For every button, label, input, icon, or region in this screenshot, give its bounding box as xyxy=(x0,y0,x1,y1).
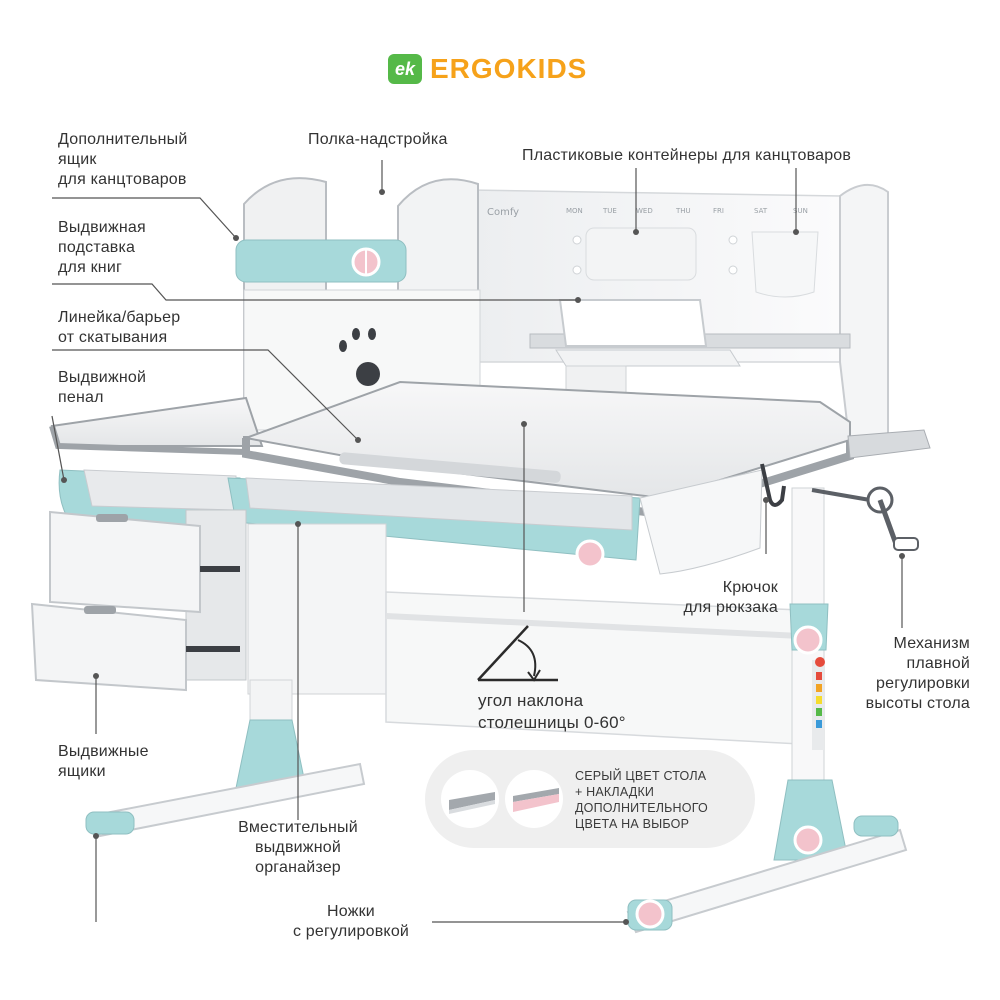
label-line: столешницы 0-60° xyxy=(478,713,626,732)
color-note-line: + накладки xyxy=(575,785,655,799)
label-line: с регулировкой xyxy=(292,923,410,940)
brand-badge: ek xyxy=(388,54,422,84)
plastic-container-box xyxy=(585,227,697,281)
label-line: ящик xyxy=(58,151,97,168)
peg-holes xyxy=(572,235,738,275)
height-mark-dot xyxy=(815,657,825,667)
extra-stationery-box xyxy=(235,239,407,283)
gray-edge-swatch xyxy=(441,770,499,828)
label-height-mechanism: Механизм плавной регулировки высоты стол… xyxy=(820,634,970,714)
calendar-day: WED xyxy=(636,207,653,215)
leader-dots xyxy=(61,189,905,925)
label-ruler: Линейка/барьер от скатывания xyxy=(58,308,180,348)
color-options-text: Серый цвет стола + накладки дополнительн… xyxy=(575,768,708,832)
label-line: высоты стола xyxy=(865,695,970,712)
label-line: подставка xyxy=(58,239,136,256)
crank-handle xyxy=(811,486,919,551)
calendar-strip: Comfy MON TUE WED THU FRI SAT SUN xyxy=(487,207,808,218)
label-line: угол наклона xyxy=(478,691,584,710)
panel-logo: Comfy xyxy=(487,207,519,218)
stand-base xyxy=(565,365,627,395)
backpack-hook xyxy=(760,463,786,507)
label-pencil-case: Выдвижной пенал xyxy=(58,368,146,408)
leader-lines xyxy=(51,160,903,923)
label-line: Выдвижной xyxy=(58,369,147,386)
organizer-knob xyxy=(575,539,605,569)
label-line: ящики xyxy=(58,763,106,780)
pink-edge-swatch xyxy=(505,770,563,828)
drawer-rails xyxy=(186,566,240,652)
calendar-day: SAT xyxy=(754,207,768,215)
label-line: Выдвижные xyxy=(58,743,149,760)
upper-drawer xyxy=(49,510,201,614)
hutch-right-panel xyxy=(839,184,889,449)
tilt-angle-icon xyxy=(477,625,558,682)
ruler-barrier xyxy=(339,452,561,483)
label-book-stand: Выдвижная подставка для книг xyxy=(58,218,146,278)
calendar-day: FRI xyxy=(713,207,724,215)
label-line: Выдвижная xyxy=(58,219,146,236)
color-note-line: Серый цвет стола xyxy=(575,769,707,783)
color-options-badge: Серый цвет стола + накладки дополнительн… xyxy=(425,750,755,848)
calendar-day: SUN xyxy=(793,207,808,215)
label-top-shelf: Полка-надстройка xyxy=(308,131,448,148)
calendar-day: TUE xyxy=(602,207,617,215)
label-plastic-containers: Пластиковые контейнеры для канцтоваров xyxy=(522,147,852,164)
label-line: Крючок xyxy=(722,579,778,596)
label-line: от скатывания xyxy=(58,329,168,346)
label-line: для канцтоваров xyxy=(58,171,187,188)
color-note-line: дополнительного xyxy=(575,801,708,815)
brand-logo: ek ERGOKIDS xyxy=(388,52,587,86)
label-legs: Ножки с регулировкой xyxy=(270,902,432,942)
label-tilt-angle: угол наклона столешницы 0-60° xyxy=(478,690,626,734)
label-hook: Крючок для рюкзака xyxy=(650,578,778,618)
label-line: выдвижной xyxy=(255,839,341,856)
right-drawer-front xyxy=(639,469,763,575)
label-line: для книг xyxy=(58,259,122,276)
color-note-line: цвета на выбор xyxy=(575,817,690,831)
paw-decoration xyxy=(339,328,380,386)
label-line: для рюкзака xyxy=(683,599,778,616)
calendar-day: MON xyxy=(566,207,583,215)
height-scale-marks xyxy=(816,672,822,728)
brand-name: ERGOKIDS xyxy=(430,53,588,84)
label-line: органайзер xyxy=(255,859,341,876)
label-organizer: Вместительный выдвижной органайзер xyxy=(218,818,378,878)
lower-drawer xyxy=(30,602,187,692)
book-stand xyxy=(558,299,708,347)
label-line: Ножки xyxy=(327,903,375,920)
label-line: Дополнительный xyxy=(58,131,188,148)
calendar-day: THU xyxy=(675,207,691,215)
label-line: Вместительный xyxy=(238,819,358,836)
label-line: Линейка/барьер xyxy=(58,309,181,326)
label-line: регулировки xyxy=(876,675,970,692)
label-line: пенал xyxy=(58,389,104,406)
plastic-container-cup xyxy=(751,231,819,298)
left-foot-cap xyxy=(85,811,135,835)
organizer-support xyxy=(247,523,387,695)
label-drawers: Выдвижные ящики xyxy=(58,742,149,782)
label-line: Механизм xyxy=(893,635,970,652)
label-extra-box: Дополнительный ящик для канцтоваров xyxy=(58,130,188,190)
label-line: плавной xyxy=(906,655,970,672)
